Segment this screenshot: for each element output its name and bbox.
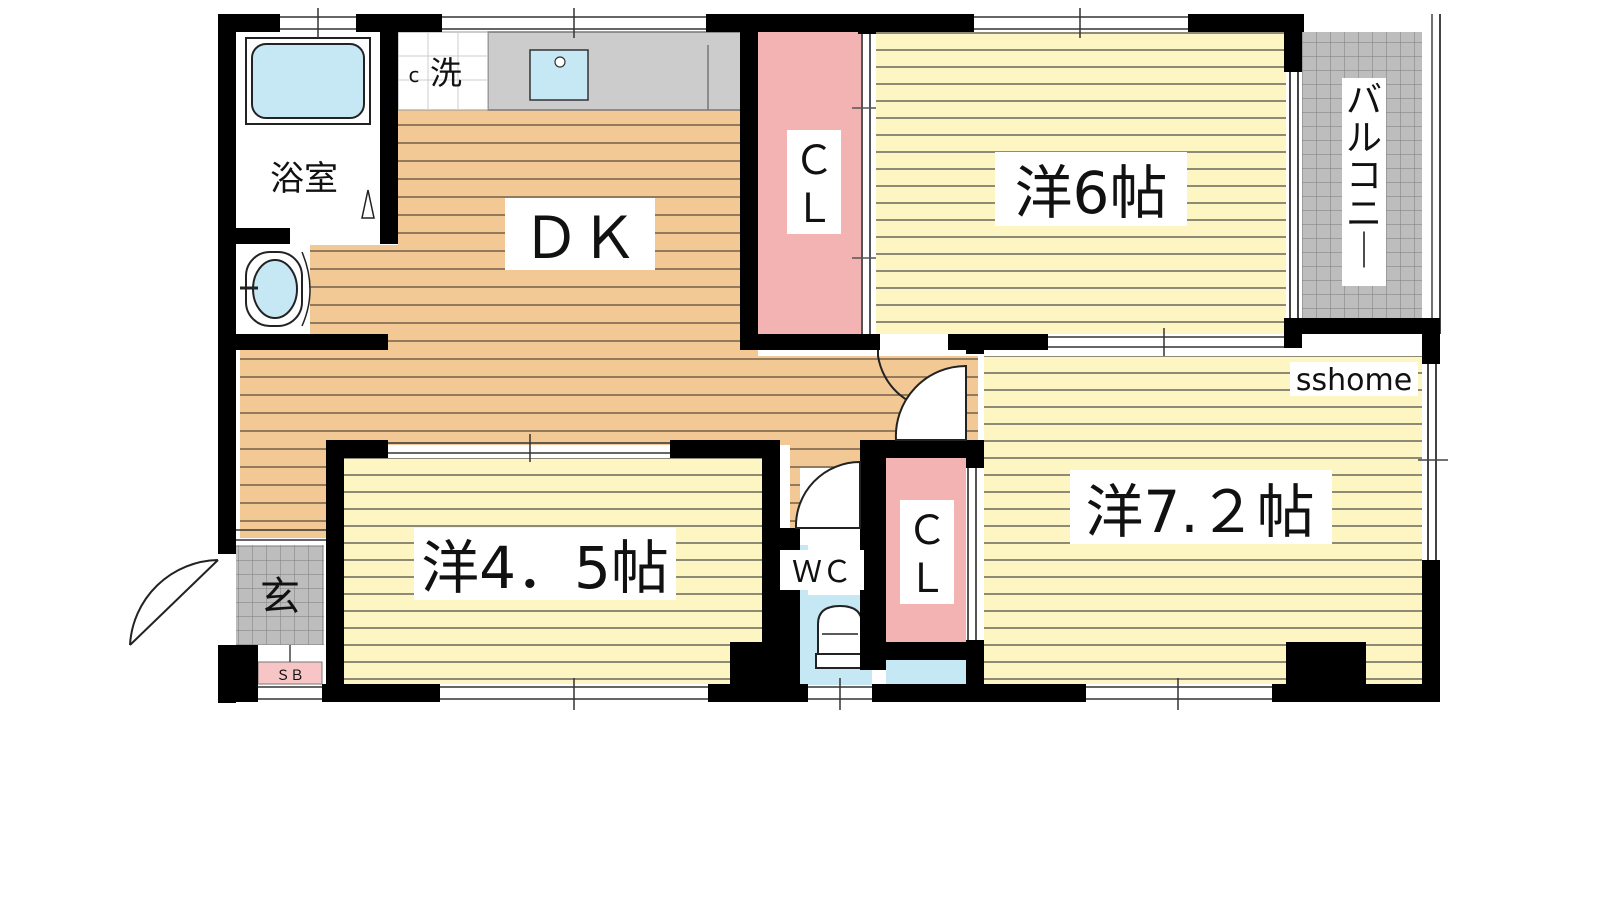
entrance-label: 玄 [260,574,300,620]
western-45-label: 洋4．5帖 [421,534,669,602]
bath-label: 浴室 [270,159,338,199]
watermark-label: sshome [1296,363,1412,398]
dk-floor [240,110,978,545]
storage-box [886,660,966,684]
wc-label: ＷＣ [792,555,852,590]
dk-label: ＤＫ [522,204,638,272]
kitchen-counter [487,31,759,111]
western-6-label: 洋6帖 [1015,159,1168,227]
washer-label: 洗 [430,54,462,92]
entrance-floor [236,545,324,645]
door-swings [129,350,967,646]
windows [236,8,1284,710]
shoe-box-label: ＳＢ [276,668,304,684]
room-labels: ＤＫ 洋6帖 洋7.２帖 洋4．5帖 浴室 c 洗 玄 ＳＢ ＷＣ ＣＬ ＣＬ … [260,54,1418,684]
western-72-label: 洋7.２帖 [1085,478,1314,546]
washer-space [397,31,489,111]
washer-mark: c [409,63,420,87]
closet-2-label: ＣＬ [907,508,947,602]
balcony-label: バルコニ｜ [1346,80,1382,272]
closet-1-label: ＣＬ [794,138,834,232]
walls [218,14,1440,703]
